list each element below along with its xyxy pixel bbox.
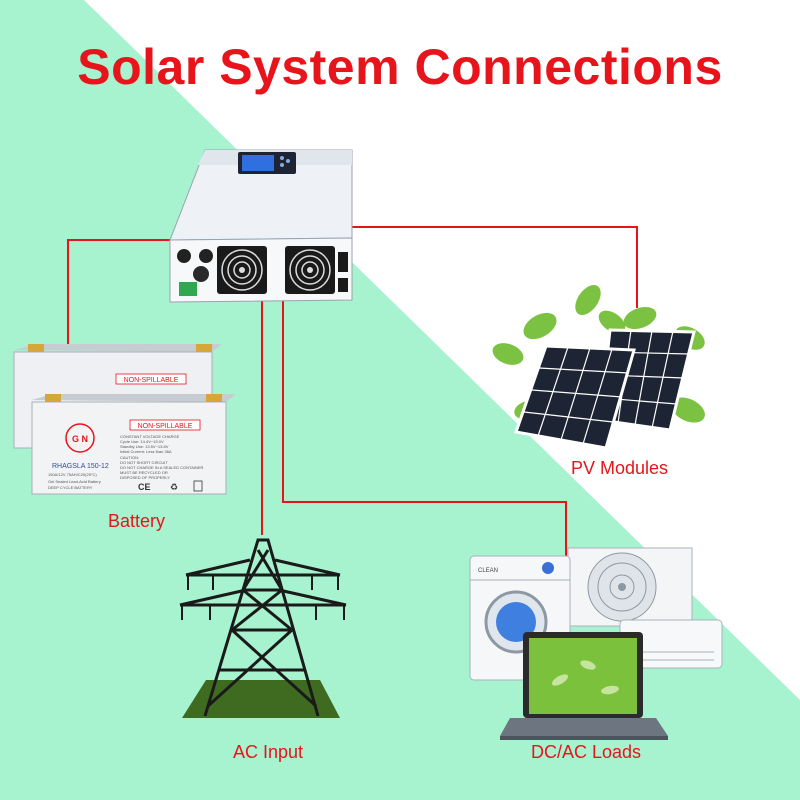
battery-caution-2: DO NOT CHARGE IN A SEALED CONTAINER [120,465,204,470]
battery-logo [65,423,95,453]
label-ac-input: AC Input [233,742,304,762]
battery-initial: Initial Current: Less than 36A [120,449,172,454]
battery-model: RHAGSLA 150-12 [52,463,109,470]
bin-icon [193,480,203,492]
pv-panel-front [514,344,636,450]
inverter-switch-1 [177,249,191,263]
tower-insulators [181,575,345,620]
inverter-port [193,266,209,282]
wire-pv [345,226,638,308]
battery-standby: Standby Use: 13.5V~13.8V [120,444,169,449]
wire-loads [282,300,567,600]
battery-charge-title: CONSTANT VOLTAGE CHARGE [120,434,180,439]
inverter-terminal-block [179,282,197,296]
battery-rating: 150A/12V 75AH/C20(25°C) [48,472,97,477]
battery-cycle: Cycle Use: 14.4V~15.0V [120,439,164,444]
inverter-fan-2 [285,246,335,294]
battery-usage: DEEP CYCLE BATTERY [48,485,93,490]
grass-mound [182,680,340,718]
battery-caution-4: DISPOSED OF PROPERLY [120,475,170,480]
battery-type: Gel Sealed Lead-Acid Battery [48,479,101,484]
washer-brand: CLEAN [478,568,498,574]
recycle-icon: ♻ [170,482,178,492]
battery-ce-mark: CE [138,482,151,492]
inverter-outlet-1 [338,252,348,272]
battery-front-header: NON-SPILLABLE [138,423,193,430]
inverter-screen [242,155,274,171]
battery-caution: CAUTION: [120,455,139,460]
inverter-fan-1 [217,246,267,294]
battery-brand: G N [72,434,88,444]
label-loads: DC/AC Loads [531,742,642,762]
battery-front: G N RHAGSLA 150-12 NON-SPILLABLE CONSTAN… [31,394,236,495]
battery-caution-3: MUST BE RECYCLED OR [120,470,168,475]
page-title: Solar System Connections [77,39,723,95]
inverter-switch-2 [199,249,213,263]
inverter-outlet-2 [338,278,348,292]
laptop-screen [529,638,637,714]
battery-back-header: NON-SPILLABLE [124,377,179,384]
laptop [500,632,668,740]
label-pv-modules: PV Modules [571,458,669,478]
battery-caution-1: DO NOT SHORT CIRCUIT [120,460,168,465]
label-battery: Battery [108,511,166,531]
